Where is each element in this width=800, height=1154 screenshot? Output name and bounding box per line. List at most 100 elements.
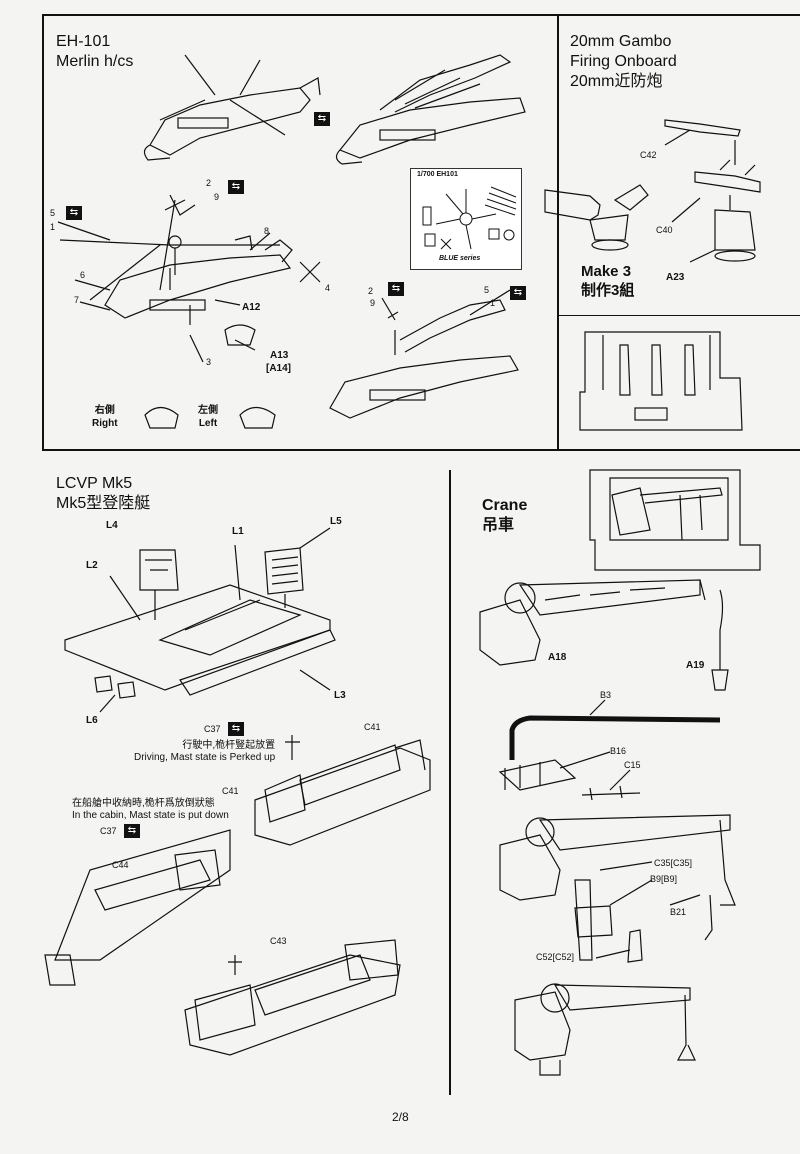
crane-title-zh: 吊車: [482, 517, 515, 534]
callout-l3: L3: [334, 690, 346, 701]
callout-c42: C42: [640, 150, 657, 160]
callout-c41: C41: [364, 722, 381, 732]
callout-c37: C37: [204, 724, 221, 734]
crane-stand: [589, 469, 761, 571]
callout-5: 5: [50, 208, 56, 218]
right-side-part: [144, 406, 179, 429]
gambo-divider: [557, 14, 559, 450]
callout-6: 6: [80, 270, 86, 280]
helicopter-exploded: [59, 194, 321, 346]
part-l4: [139, 549, 179, 591]
gambo-title: 20mm Gambo Firing Onboard 20mm近防炮: [570, 32, 677, 92]
left-label: 左側 Left: [198, 404, 218, 430]
note-driving-en: Driving, Mast state is Perked up: [134, 752, 276, 763]
ramp-grille: [44, 954, 76, 986]
note-driving: 行駛中,桅杆豎起放置 Driving, Mast state is Perked…: [134, 740, 275, 764]
callout-2: 2: [206, 178, 212, 188]
lcvp-title: LCVP Mk5 Mk5型登陸艇: [56, 474, 150, 514]
gambo-inner-divider: [559, 315, 800, 316]
part-l5: [264, 547, 304, 595]
helicopter-folded-1: [143, 54, 321, 161]
callout-l5: L5: [330, 516, 342, 527]
gun-mount: [589, 214, 629, 241]
parts-sheet-eh101: 1/700 EH101 BLUE series: [410, 168, 522, 270]
lcvp-title-line2: Mk5型登陸艇: [56, 495, 151, 512]
left-side-part: [239, 406, 276, 429]
note-cabin-en: In the cabin, Mast state is put down: [72, 810, 229, 821]
boat-cabin: [54, 829, 231, 961]
assembly-direction-icon: ⇆: [314, 112, 330, 126]
assembly-direction-icon: ⇆: [66, 206, 82, 220]
note-driving-zh: 行駛中,桅杆豎起放置: [182, 740, 276, 751]
assembly-direction-icon: ⇆: [388, 282, 404, 296]
boat-bottom: [184, 954, 401, 1056]
make-count-en: Make 3: [581, 263, 632, 280]
hull-bottom-l3: [179, 629, 336, 696]
callout-c40: C40: [656, 225, 673, 235]
crane-base-a18: [479, 599, 541, 666]
callout-a14: [A14]: [266, 363, 292, 374]
callout-b9: B9[B9]: [650, 874, 678, 884]
callout-l6: L6: [86, 715, 98, 726]
assembly-direction-icon: ⇆: [228, 180, 244, 194]
eh101-title-line1: EH-101: [56, 33, 111, 50]
right-label-zh: 右側: [94, 405, 115, 416]
callout-3: 3: [206, 357, 212, 367]
callout-2b: 2: [368, 286, 374, 296]
assembly-direction-icon: ⇆: [124, 824, 140, 838]
top-panel-border-left: [42, 14, 44, 450]
callout-c44: C44: [112, 860, 129, 870]
callout-a23: A23: [666, 272, 685, 283]
part-c40: [694, 159, 761, 193]
gun-barrel: [544, 189, 601, 221]
eh101-title: EH-101 Merlin h/cs: [56, 32, 133, 72]
callout-l1: L1: [232, 526, 244, 537]
make-count-zh: 制作3組: [581, 282, 635, 299]
left-label-zh: 左側: [198, 405, 218, 416]
boat-driving: [254, 747, 431, 846]
helicopter-folded-2: [335, 54, 526, 165]
crane-divider: [449, 470, 451, 1095]
note-cabin-zh: 在船艙中收納時,桅杆爲放倒狀態: [72, 798, 215, 809]
part-l6: [94, 675, 136, 699]
callout-b16: B16: [610, 746, 627, 756]
callout-4: 4: [325, 283, 331, 293]
note-cabin: 在船艙中收納時,桅杆爲放倒狀態 In the cabin, Mast state…: [72, 798, 229, 822]
callout-c43: C43: [270, 936, 287, 946]
page-number: 2/8: [392, 1110, 409, 1124]
callout-c52: C52[C52]: [536, 952, 575, 962]
gambo-stand: [579, 331, 743, 431]
callout-a12: A12: [242, 302, 261, 313]
callout-9: 9: [214, 192, 220, 202]
callout-l2: L2: [86, 560, 98, 571]
crane-title: Crane 吊車: [482, 496, 527, 536]
hook-a19: [711, 630, 729, 691]
part-c42: [664, 119, 741, 137]
callout-7: 7: [74, 295, 80, 305]
eh101-title-line2: Merlin h/cs: [56, 53, 134, 70]
hull-cabin-l1: [158, 599, 302, 656]
callout-1b: 1: [490, 298, 496, 308]
gambo-title-line3: 20mm近防炮: [570, 73, 663, 90]
callout-1: 1: [50, 222, 56, 232]
callout-b3: B3: [600, 690, 612, 700]
callout-c35: C35[C35]: [654, 858, 693, 868]
crane-assembled: [499, 834, 561, 901]
callout-c15: C15: [624, 760, 641, 770]
callout-5b: 5: [484, 285, 490, 295]
callout-a13: A13: [270, 350, 289, 361]
helicopter-rotor-fitting: [329, 299, 519, 419]
right-label: 右側 Right: [92, 404, 118, 430]
callout-b21: B21: [670, 907, 687, 917]
platform-b16: [498, 759, 577, 791]
assembly-direction-icon: ⇆: [228, 722, 244, 736]
crane-title-en: Crane: [482, 497, 528, 514]
part-a23: [714, 209, 756, 251]
callout-8: 8: [264, 226, 270, 236]
top-panel-border-bottom: [42, 449, 800, 451]
sheet-parts: [422, 186, 517, 250]
sheet-series-label: BLUE series: [439, 255, 481, 262]
part-c15: [581, 785, 641, 801]
callout-l4: L4: [106, 520, 118, 531]
